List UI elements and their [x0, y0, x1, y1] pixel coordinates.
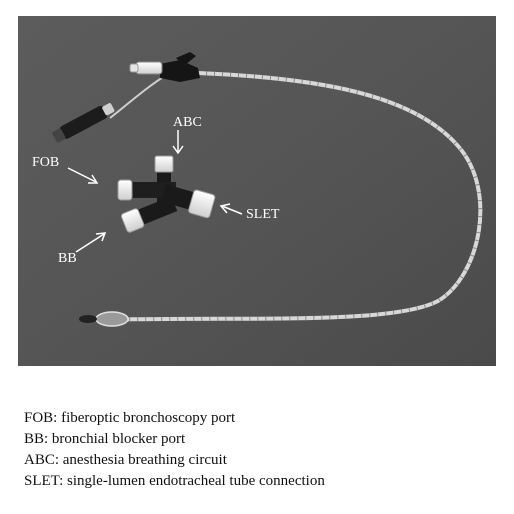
legend-item-bb: BB: bronchial blocker port [24, 431, 186, 447]
legend-item-fob: FOB: fiberoptic bronchoscopy port [24, 410, 236, 426]
multiport-adapter [117, 155, 216, 233]
balloon-cuff [95, 311, 129, 327]
arrow-fob [67, 167, 99, 184]
label-abc: ABC [173, 115, 202, 130]
photo-background [18, 16, 496, 366]
inflation-valve [52, 103, 115, 143]
device-photograph: ABC FOB SLET BB [18, 16, 496, 366]
label-bb: BB [58, 251, 77, 266]
label-slet: SLET [246, 207, 280, 222]
legend-item-abc: ABC: anesthesia breathing circuit [24, 452, 227, 468]
label-fob: FOB [32, 155, 59, 170]
arrow-bb [75, 232, 107, 253]
y-connector [129, 52, 200, 82]
arrow-slet [219, 203, 243, 215]
legend: FOB: fiberoptic bronchoscopy port BB: br… [24, 408, 494, 492]
arrow-abc [172, 130, 184, 155]
catheter-tube [94, 71, 483, 322]
legend-item-slet: SLET: single-lumen endotracheal tube con… [24, 473, 325, 489]
catheter-tip [79, 315, 97, 323]
